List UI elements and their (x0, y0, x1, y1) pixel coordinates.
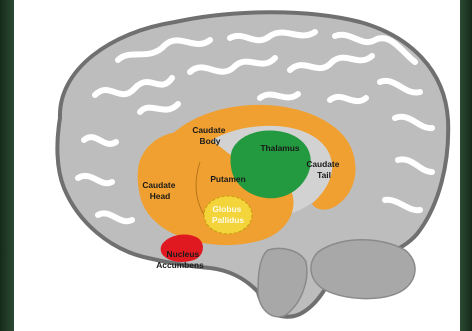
label-globus-pallidus: Globus Pallidus (212, 204, 244, 225)
cerebellum (311, 240, 415, 299)
label-putamen: Putamen (210, 174, 245, 184)
label-thalamus: Thalamus (260, 143, 299, 153)
